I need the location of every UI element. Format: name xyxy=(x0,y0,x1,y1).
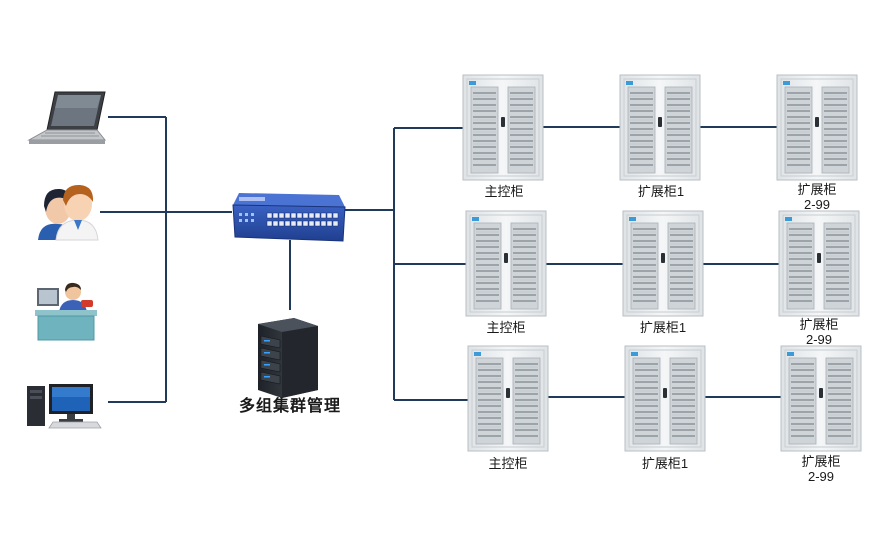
expansion-cabinet-label-row2: 扩展柜1 xyxy=(639,320,687,335)
expansion-cabinet-label-row3: 扩展柜1 xyxy=(641,456,689,471)
last-cabinet-label2-row2: 2-99 xyxy=(805,332,833,347)
server-tower-icon xyxy=(258,318,318,398)
expansion-cabinet-row3 xyxy=(624,345,706,452)
last-cabinet-label1-row1: 扩展柜 xyxy=(797,182,837,197)
expansion-cabinet-row2 xyxy=(622,210,704,317)
main-cabinet-label-row2: 主控柜 xyxy=(486,320,526,335)
main-cabinet-row3 xyxy=(467,345,549,452)
server-label: 多组集群管理 xyxy=(238,398,341,415)
laptop-icon xyxy=(27,91,107,144)
expansion-cabinet-last-row1 xyxy=(776,74,858,181)
last-cabinet-label2-row1: 2-99 xyxy=(803,197,831,212)
main-cabinet-row1 xyxy=(462,74,544,181)
last-cabinet-label1-row2: 扩展柜 xyxy=(799,317,839,332)
expansion-cabinet-label-row1: 扩展柜1 xyxy=(637,184,685,199)
desktop-computer-icon xyxy=(27,384,102,429)
expansion-cabinet-last-row2 xyxy=(778,210,860,317)
last-cabinet-label2-row3: 2-99 xyxy=(807,469,835,484)
main-cabinet-row2 xyxy=(465,210,547,317)
network-switch-icon xyxy=(232,193,346,242)
connection-lines xyxy=(100,116,782,403)
expansion-cabinet-last-row3 xyxy=(780,345,862,452)
main-cabinet-label-row1: 主控柜 xyxy=(484,184,524,199)
main-cabinet-label-row3: 主控柜 xyxy=(488,456,528,471)
last-cabinet-label1-row3: 扩展柜 xyxy=(801,454,841,469)
expansion-cabinet-row1 xyxy=(619,74,701,181)
users-icon xyxy=(38,184,99,241)
operator-desk-icon xyxy=(35,282,97,341)
